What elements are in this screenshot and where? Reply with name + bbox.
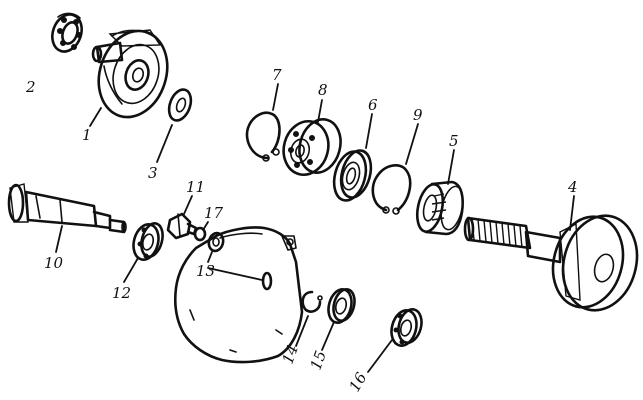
part-17-washer xyxy=(193,221,209,242)
part-16-bearing xyxy=(367,308,423,373)
part-2-bearing xyxy=(51,12,83,53)
part-1-gear-shaft xyxy=(89,29,169,127)
part-11-bolt xyxy=(166,195,198,240)
callout-10: 10 xyxy=(44,254,64,272)
callout-1: 1 xyxy=(82,126,92,144)
part-14-circlip xyxy=(295,290,323,347)
part-4-main-shaft xyxy=(463,195,639,312)
callout-14: 14 xyxy=(279,342,302,366)
callout-9: 9 xyxy=(413,106,423,124)
callout-15: 15 xyxy=(307,348,330,372)
part-8-bearing xyxy=(282,99,342,176)
gasket xyxy=(173,226,304,364)
callout-7: 7 xyxy=(272,66,282,84)
callout-5: 5 xyxy=(449,132,459,150)
callout-6: 6 xyxy=(368,96,378,114)
callout-11: 11 xyxy=(186,178,205,196)
part-12-bearing xyxy=(123,222,164,283)
part-6-oil-seal xyxy=(332,113,373,202)
part-9-snap-ring xyxy=(371,123,419,215)
callout-3: 3 xyxy=(148,164,158,182)
part-7-snap-ring xyxy=(245,83,281,162)
callout-17: 17 xyxy=(204,204,224,222)
callout-2: 2 xyxy=(25,78,36,96)
callout-13: 13 xyxy=(196,262,215,280)
callout-12: 12 xyxy=(112,284,131,302)
callout-16: 16 xyxy=(345,369,370,395)
part-15-oil-seal xyxy=(321,288,356,351)
part-10-drive-shaft xyxy=(7,183,127,253)
part-3-washer xyxy=(156,88,193,163)
callout-8: 8 xyxy=(318,81,328,99)
callout-4: 4 xyxy=(567,178,578,196)
part-5-needle-bearing xyxy=(415,149,464,236)
